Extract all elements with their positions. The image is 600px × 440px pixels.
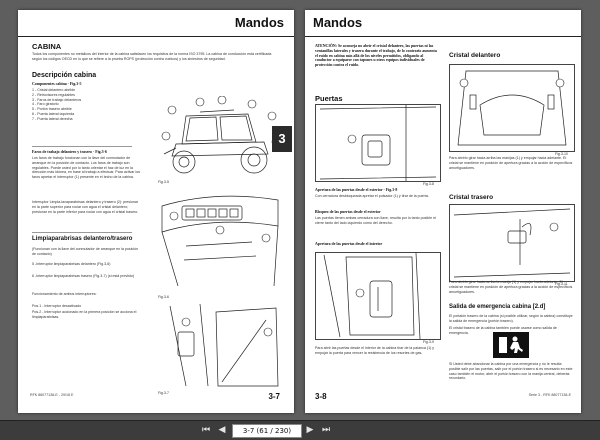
rear-wiper-illustration: [169, 303, 279, 387]
desc-heading: Descripción cabina: [32, 72, 97, 79]
interior-lever-illustration: [323, 252, 421, 340]
left-page-number: 3-7: [268, 392, 280, 401]
list-item: 2 - Retrovisores regulables: [32, 92, 75, 97]
atencion-text: ATENCIÓN: Se aconseja no abrir el crista…: [315, 44, 437, 68]
chapter-tab: 3: [272, 126, 292, 152]
right-page-header: Mandos: [305, 10, 581, 37]
limpia-text1: (Funcionan con la llave del conmutador d…: [32, 247, 139, 256]
apertura-ext-text: Con cerradura desbloqueada apretar el pu…: [315, 194, 429, 198]
emergency-exit-sign: [493, 332, 529, 358]
figure-cab-components: [156, 95, 284, 176]
list-item: 6 - Puerta lateral izquierda: [32, 111, 75, 116]
door-handle-illustration: [319, 105, 437, 181]
left-page-header: Mandos: [18, 10, 294, 37]
rear-glass-illustration: [453, 208, 571, 278]
left-page-title: Mandos: [234, 15, 284, 30]
figure-rear-wiper: [156, 302, 284, 388]
func-text: Funcionamiento de ambos interruptores:: [32, 292, 97, 296]
list-item: 7 - Puerta lateral derecha: [32, 116, 73, 121]
pos2-text: Pos.2 - Interruptor accionado en la prim…: [32, 310, 137, 319]
cristal-heading: Cristal delantero: [449, 52, 501, 59]
cristal-trasero-heading: Cristal trasero: [449, 194, 494, 201]
figure-door-interior: [315, 252, 441, 340]
right-page: Mandos ATENCIÓN: Se aconseja no abrir el…: [305, 10, 581, 413]
faros-text: Los faros de trabajo funcionan con la ll…: [32, 156, 141, 180]
figure-rear-glass: [449, 204, 575, 282]
divider: [32, 232, 132, 233]
salida-text: El portalón trasero de la cabina (si pos…: [449, 314, 573, 323]
list-item: 1 - Cristal delantero abrible: [32, 88, 76, 92]
left-footer-code: RFK 88077138-E - 29/18 E: [30, 393, 74, 397]
tractor-cab-illustration: [161, 95, 281, 174]
emergency-exit-icon: [499, 336, 523, 353]
figure-door-exterior: [315, 104, 441, 182]
left-page: Mandos CABINA Todos los componentes no m…: [18, 10, 294, 413]
viewer-toolbar: ⏮ ◀ 3-7 (61 / 230) ▶ ⏭: [0, 420, 600, 440]
right-page-number: 3-8: [315, 392, 327, 401]
salida-text2: El cristal trasero de la cabina también …: [449, 326, 557, 335]
salida-heading: Salida de emergencia cabina [2.d]: [449, 304, 546, 310]
page-indicator[interactable]: 3-7 (61 / 230): [232, 424, 302, 438]
section-cabina: CABINA: [32, 42, 62, 51]
cabina-text: Todos los componentes no metálicos del i…: [32, 52, 272, 61]
components-list: 1 - Cristal delantero abrible 2 - Retrov…: [32, 88, 122, 122]
figure-front-glass: [449, 64, 575, 152]
cristal-trasero-text: Para abrirlo girar hacia arriba la manij…: [449, 280, 573, 294]
list-item: 4 - Faro giratorio: [32, 102, 59, 107]
roof-console-illustration: [161, 195, 279, 287]
right-page-title: Mandos: [313, 15, 363, 30]
pos1-text: Pos.1 - Interruptor desactivado: [32, 304, 82, 308]
apertura-int-heading: Apertura de las puertas desde el interio…: [315, 242, 383, 246]
list-item: 5 - Portón trasero abrible: [32, 107, 72, 112]
last-page-icon[interactable]: ⏭: [321, 425, 331, 435]
limpia-item5: 5 -Interruptor limpiaparabrisas delanter…: [32, 262, 111, 266]
prev-page-icon[interactable]: ◀: [218, 425, 226, 435]
fig-label: Fig.3-11: [555, 282, 568, 286]
divider: [32, 146, 132, 147]
puertas-heading: Puertas: [315, 94, 343, 103]
cristal-text: Para abrirlo girar hacia arriba las mani…: [449, 156, 573, 170]
limpia-item6: 6 -Interruptor limpiaparabrisas trasero …: [32, 274, 135, 278]
right-footer-code: Serie 3 - RFK 88077138-E: [528, 393, 571, 397]
final-text: Si Usted debe abandonar la cabina por un…: [449, 362, 573, 381]
fig-label: Fig.3-10: [555, 152, 568, 156]
components-label: Componentes cabina - Fig.3-5: [32, 82, 82, 86]
list-item: 3 - Faros de trabajo delanteros: [32, 97, 82, 102]
first-page-icon[interactable]: ⏮: [201, 425, 211, 435]
front-glass-illustration: [457, 70, 567, 146]
apertura-int-text: Para abrir las puertas desde el interior…: [315, 346, 435, 355]
bloqueo-heading: Bloqueo de las puertas desde el exterior: [315, 210, 381, 214]
apertura-ext-heading: Apertura de las puertas desde el exterio…: [315, 188, 398, 192]
fig-label: Fig.3-8: [423, 182, 434, 186]
faros-heading: Faros de trabajo delantero y trasero - F…: [32, 150, 107, 154]
fig-label: Fig.3-9: [423, 340, 434, 344]
interruptor-text: Interruptor Limpia-lavaparabrisas delant…: [32, 200, 139, 214]
fig-label: Fig.3-6: [158, 295, 169, 299]
fig-label: Fig.3-5: [158, 180, 169, 184]
next-page-icon[interactable]: ▶: [306, 425, 314, 435]
limpia-heading: Limpiaparabrisas delantero/trasero: [32, 236, 133, 242]
fig-label: Fig.3-7: [158, 391, 169, 395]
figure-roof-console: [156, 186, 284, 292]
bloqueo-text: Las puertas tienen ambas cerradura con l…: [315, 216, 436, 225]
